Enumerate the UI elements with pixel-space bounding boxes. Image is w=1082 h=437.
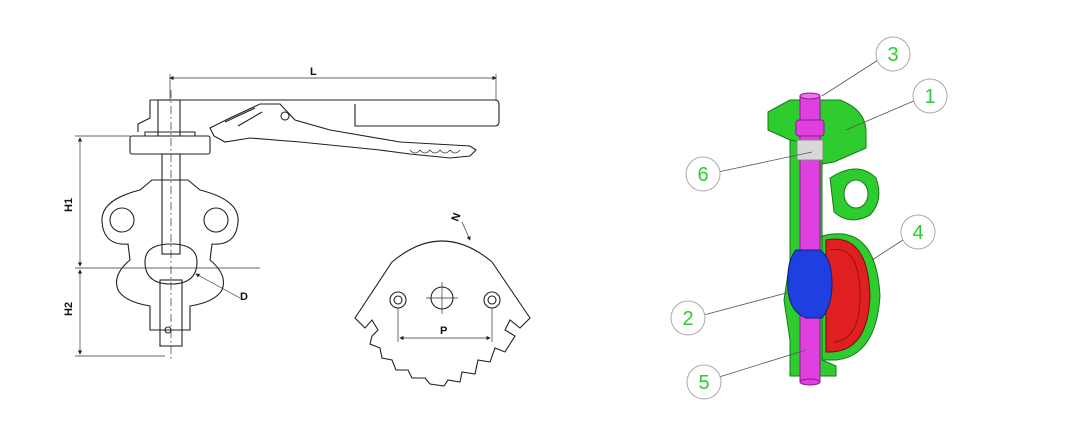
dim-label-h2: H2	[63, 302, 75, 316]
dim-line-d	[195, 273, 241, 299]
bolt-hole-right	[483, 291, 501, 309]
dim-label-d: D	[240, 291, 248, 303]
dim-label-n: N	[450, 211, 464, 223]
bolt-hole-left	[389, 291, 407, 309]
disc	[144, 243, 198, 285]
svg-text:3: 3	[887, 44, 898, 66]
stem	[799, 95, 821, 383]
callout-6: 6	[685, 156, 721, 192]
svg-text:1: 1	[924, 86, 935, 108]
notch-plate-outline	[354, 240, 531, 387]
lug-hole-right	[203, 207, 229, 233]
disc-3d	[787, 249, 833, 319]
side-view: L H1 H2 D	[63, 66, 500, 360]
top-flange	[129, 135, 211, 155]
svg-text:5: 5	[698, 372, 709, 394]
callout-1: 1	[912, 78, 948, 114]
callout-5: 5	[686, 364, 722, 400]
seat	[825, 238, 871, 353]
valve-body	[101, 179, 239, 331]
cutaway-view: 1 2 3 4 5 6	[670, 36, 948, 400]
callout-4: 4	[900, 214, 936, 250]
handle-lever	[209, 103, 477, 159]
dim-label-h1: H1	[63, 198, 75, 212]
lug-hole-left	[109, 207, 135, 233]
callout-2: 2	[670, 300, 706, 336]
handle-top	[150, 99, 500, 127]
svg-text:6: 6	[697, 164, 708, 186]
callout-3: 3	[875, 36, 911, 72]
svg-text:2: 2	[682, 308, 693, 330]
bushing	[796, 139, 824, 161]
dim-label-p: P	[440, 325, 447, 337]
dim-line-n	[461, 221, 471, 241]
svg-text:4: 4	[912, 222, 923, 244]
dim-label-l: L	[310, 66, 317, 78]
notch-plate-view: P N	[354, 211, 531, 387]
